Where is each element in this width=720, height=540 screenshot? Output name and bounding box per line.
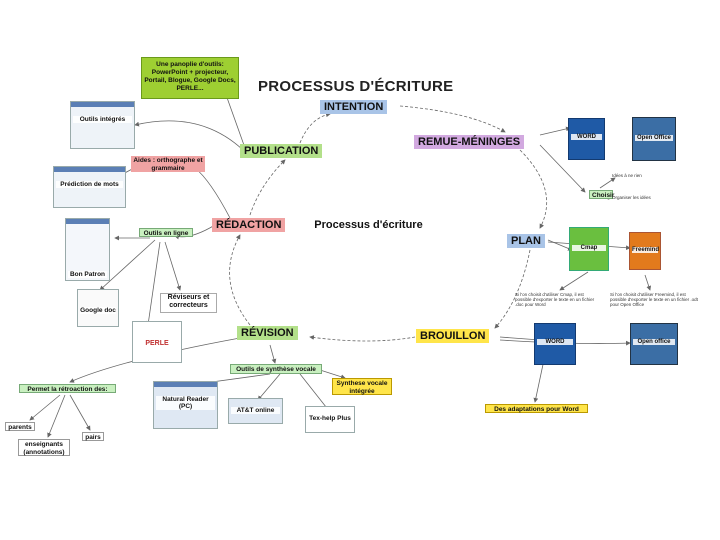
node-intention: INTENTION <box>320 100 388 114</box>
pairs-box: pairs <box>82 432 104 441</box>
prediction-screenshot: Prédiction de mots <box>53 166 126 208</box>
freemind-label: Freemind <box>632 247 660 253</box>
natural-reader-screenshot: Natural Reader (PC) <box>153 381 218 429</box>
word-logo-2: WORD <box>534 323 576 365</box>
cmap-label: Cmap <box>572 245 606 251</box>
perle-label: PERLE <box>135 340 179 347</box>
open-office-label: Open Office <box>635 135 673 141</box>
bon-patron-screenshot: Bon Patron <box>65 218 110 281</box>
note-cmap: Si l'on choisit d'utiliser Cmap, il est … <box>515 292 595 307</box>
aides-box: Aides : orthographe et grammaire <box>131 156 205 172</box>
reviseurs-label: Réviseurs et correcteurs <box>160 293 217 313</box>
retroaction-box: Permet la rétroaction des: <box>19 384 116 393</box>
node-plan: PLAN <box>507 234 545 248</box>
node-brouillon: BROUILLON <box>416 329 490 343</box>
adaptations-box: Des adaptations pour Word <box>485 404 588 413</box>
word-label: WORD <box>571 134 602 140</box>
bon-patron-label: Bon Patron <box>68 271 107 278</box>
node-redaction: RÉDACTION <box>212 218 286 232</box>
open-office-logo: Open Office <box>632 117 676 161</box>
open-office-label-2: Open office <box>633 339 675 345</box>
synthese-box: Outils de synthèse vocale <box>230 364 322 374</box>
cmap-logo: Cmap <box>569 227 609 271</box>
word-label-2: WORD <box>537 339 573 345</box>
outils-integres-screenshot: Outils intégrés <box>70 101 135 149</box>
parents-box: parents <box>5 422 35 431</box>
att-screenshot: AT&T online <box>228 398 283 424</box>
node-remue-meninges: REMUE-MÉNINGES <box>414 135 525 149</box>
google-doc-screenshot: Google doc <box>77 289 119 327</box>
open-office-logo-2: Open office <box>630 323 678 365</box>
panoplie-box: Une panoplie d'outils: PowerPoint + proj… <box>141 57 239 99</box>
synthese-integree-box: Synthese vocale intégrée <box>332 378 392 395</box>
texthelp-screenshot: Tex-help Plus <box>305 406 355 433</box>
node-publication: PUBLICATION <box>240 144 323 158</box>
note-idees: Idées à ne rien <box>612 173 642 178</box>
texthelp-label: Tex-help Plus <box>308 415 352 422</box>
node-revision: RÉVISION <box>237 326 298 340</box>
center-label: Processus d'écriture <box>314 219 423 231</box>
outils-en-ligne-box: Outils en ligne <box>139 228 193 237</box>
enseignants-box: enseignants (annotations) <box>18 439 70 456</box>
note-organiser: Organiser les idées <box>612 195 651 200</box>
freemind-logo: Freemind <box>629 232 661 270</box>
outils-integres-label: Outils intégrés <box>73 116 132 123</box>
note-freemind: Si l'on choisit d'utiliser Freemind, il … <box>610 292 698 307</box>
google-doc-label: Google doc <box>80 307 116 314</box>
perle-screenshot: PERLE <box>132 321 182 363</box>
att-label: AT&T online <box>231 407 280 414</box>
word-logo: WORD <box>568 118 605 160</box>
choisir-box: Choisir <box>589 190 614 199</box>
natural-reader-label: Natural Reader (PC) <box>156 396 215 410</box>
page-title: PROCESSUS D'ÉCRITURE <box>258 78 454 95</box>
prediction-label: Prédiction de mots <box>56 181 123 188</box>
